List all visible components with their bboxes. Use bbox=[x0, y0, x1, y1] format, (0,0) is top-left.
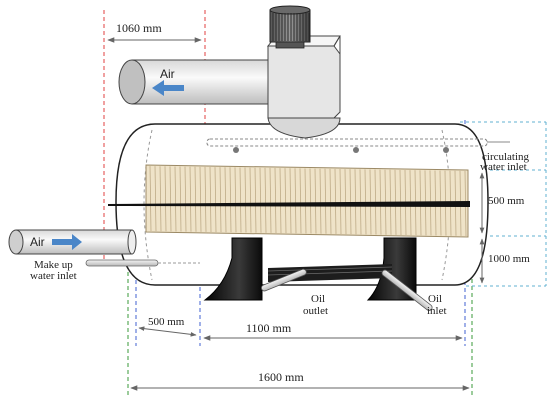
pad-rib bbox=[264, 167, 267, 233]
pad-rib bbox=[214, 167, 217, 233]
pad-rib bbox=[189, 166, 192, 232]
pad-rib bbox=[284, 168, 287, 234]
pad-rib bbox=[359, 169, 362, 235]
pad-rib bbox=[344, 169, 347, 235]
pad-rib bbox=[234, 167, 237, 233]
circulating-label-2: water inlet bbox=[480, 161, 527, 173]
pad-rib bbox=[159, 166, 162, 232]
left-support bbox=[203, 237, 263, 301]
dim-1060-label: 1060 mm bbox=[116, 21, 162, 35]
pad-rib bbox=[339, 169, 342, 235]
pad-rib bbox=[329, 168, 332, 234]
side-air-opening bbox=[8, 229, 24, 255]
dimension-arrows bbox=[107, 37, 485, 391]
pad-rib bbox=[184, 166, 187, 232]
oil-exchanger bbox=[261, 264, 433, 311]
makeup-water-pipe bbox=[85, 259, 200, 267]
makeup-label-1: Make up bbox=[34, 259, 73, 271]
dim-1600-label: 1600 mm bbox=[258, 370, 304, 384]
fan-hood bbox=[267, 117, 341, 139]
pad-rib bbox=[349, 169, 352, 235]
nozzle-1 bbox=[233, 147, 239, 153]
pad-rib bbox=[249, 167, 252, 233]
oil-outlet-label-1: Oil bbox=[311, 293, 325, 305]
nozzle-3 bbox=[443, 147, 449, 153]
pad-rib bbox=[164, 166, 167, 232]
left-arrow-icon bbox=[152, 80, 184, 96]
pad-rib bbox=[289, 168, 292, 234]
makeup-label-2: water inlet bbox=[30, 270, 77, 282]
pad-separator bbox=[108, 201, 470, 207]
pad-rib bbox=[334, 168, 337, 234]
air-arrow-top bbox=[152, 80, 184, 96]
pad-rib bbox=[269, 167, 272, 233]
top-air-opening bbox=[118, 59, 146, 105]
air-label-side: Air bbox=[30, 235, 45, 249]
pad-rib bbox=[299, 168, 302, 234]
pad-rib bbox=[274, 167, 277, 234]
pad-rib bbox=[304, 168, 307, 234]
pad-rib bbox=[239, 167, 242, 233]
pad-rib bbox=[204, 166, 207, 232]
labels: 1060 mm Air circulating water inlet 500 … bbox=[30, 21, 530, 384]
pad-rib bbox=[194, 166, 197, 232]
pad-rib bbox=[244, 167, 247, 233]
right-arrow-icon bbox=[52, 234, 82, 250]
dim-500-end-label: 500 mm bbox=[148, 316, 185, 328]
nozzle-2 bbox=[353, 147, 359, 153]
dim-500-pad-label: 500 mm bbox=[488, 195, 525, 207]
pad-rib bbox=[279, 168, 282, 234]
oil-inlet-label-2: inlet bbox=[427, 305, 447, 317]
pad-rib bbox=[199, 166, 202, 232]
pad-rib bbox=[314, 168, 317, 234]
dim-1000-label: 1000 mm bbox=[488, 253, 530, 265]
pad-rib bbox=[324, 168, 327, 234]
pad-rib bbox=[224, 167, 227, 233]
oil-outlet-label-2: outlet bbox=[303, 305, 328, 317]
circulating-pipe bbox=[206, 138, 510, 153]
oil-inlet-pipe bbox=[381, 269, 433, 311]
cooling-pad bbox=[108, 164, 470, 238]
pad-rib bbox=[319, 168, 322, 234]
dim-500-end-arrow bbox=[138, 326, 197, 337]
top-air-duct bbox=[118, 35, 341, 139]
pad-rib bbox=[209, 166, 212, 232]
pad-rib bbox=[174, 166, 177, 232]
oil-outlet-pipe bbox=[261, 268, 307, 292]
air-label-top: Air bbox=[160, 67, 175, 81]
air-arrow-side bbox=[52, 234, 82, 250]
pad-rib bbox=[154, 166, 157, 232]
pad-rib bbox=[169, 166, 172, 232]
pad-rib bbox=[259, 167, 262, 233]
pad-rib bbox=[294, 168, 297, 234]
pad-rib bbox=[354, 169, 357, 235]
pad-rib bbox=[309, 168, 312, 234]
pad-rib bbox=[149, 166, 152, 232]
fan-icon bbox=[269, 5, 311, 49]
pad-rib bbox=[229, 167, 232, 233]
dim-1100-label: 1100 mm bbox=[246, 321, 292, 335]
circulating-label-1: circulating bbox=[482, 151, 530, 163]
oil-inlet-label-1: Oil bbox=[428, 293, 442, 305]
pad-rib bbox=[219, 167, 222, 233]
pad-rib bbox=[179, 166, 182, 232]
fan-housing-side bbox=[267, 45, 341, 119]
pad-rib bbox=[254, 167, 257, 233]
